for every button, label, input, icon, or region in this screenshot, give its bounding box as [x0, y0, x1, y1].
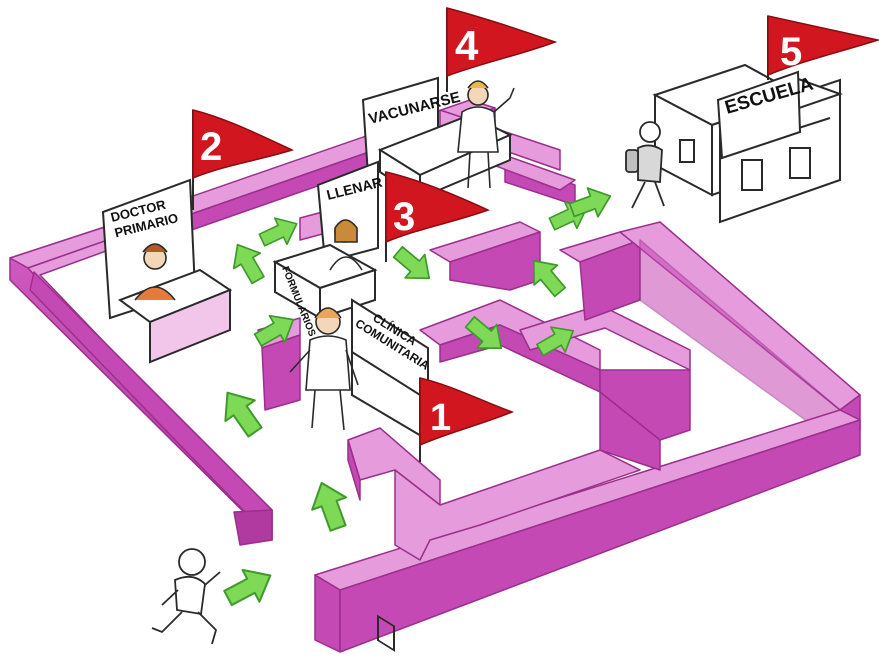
svg-text:4: 4 — [455, 22, 479, 69]
running-child-icon — [152, 549, 220, 644]
green-arrow-icon — [213, 382, 270, 442]
svg-text:2: 2 — [200, 125, 222, 169]
flag-1: 1 — [420, 378, 512, 462]
svg-text:1: 1 — [430, 397, 451, 439]
student-backpack-icon — [626, 122, 664, 208]
svg-text:3: 3 — [393, 195, 415, 239]
green-arrow-icon — [220, 560, 279, 614]
flag-4: 4 — [447, 8, 555, 92]
svg-text:5: 5 — [780, 30, 802, 74]
green-arrow-icon — [388, 240, 439, 290]
flag-5: 5 — [768, 16, 878, 80]
green-arrow-icon — [305, 477, 355, 534]
green-arrow-icon — [256, 211, 303, 253]
